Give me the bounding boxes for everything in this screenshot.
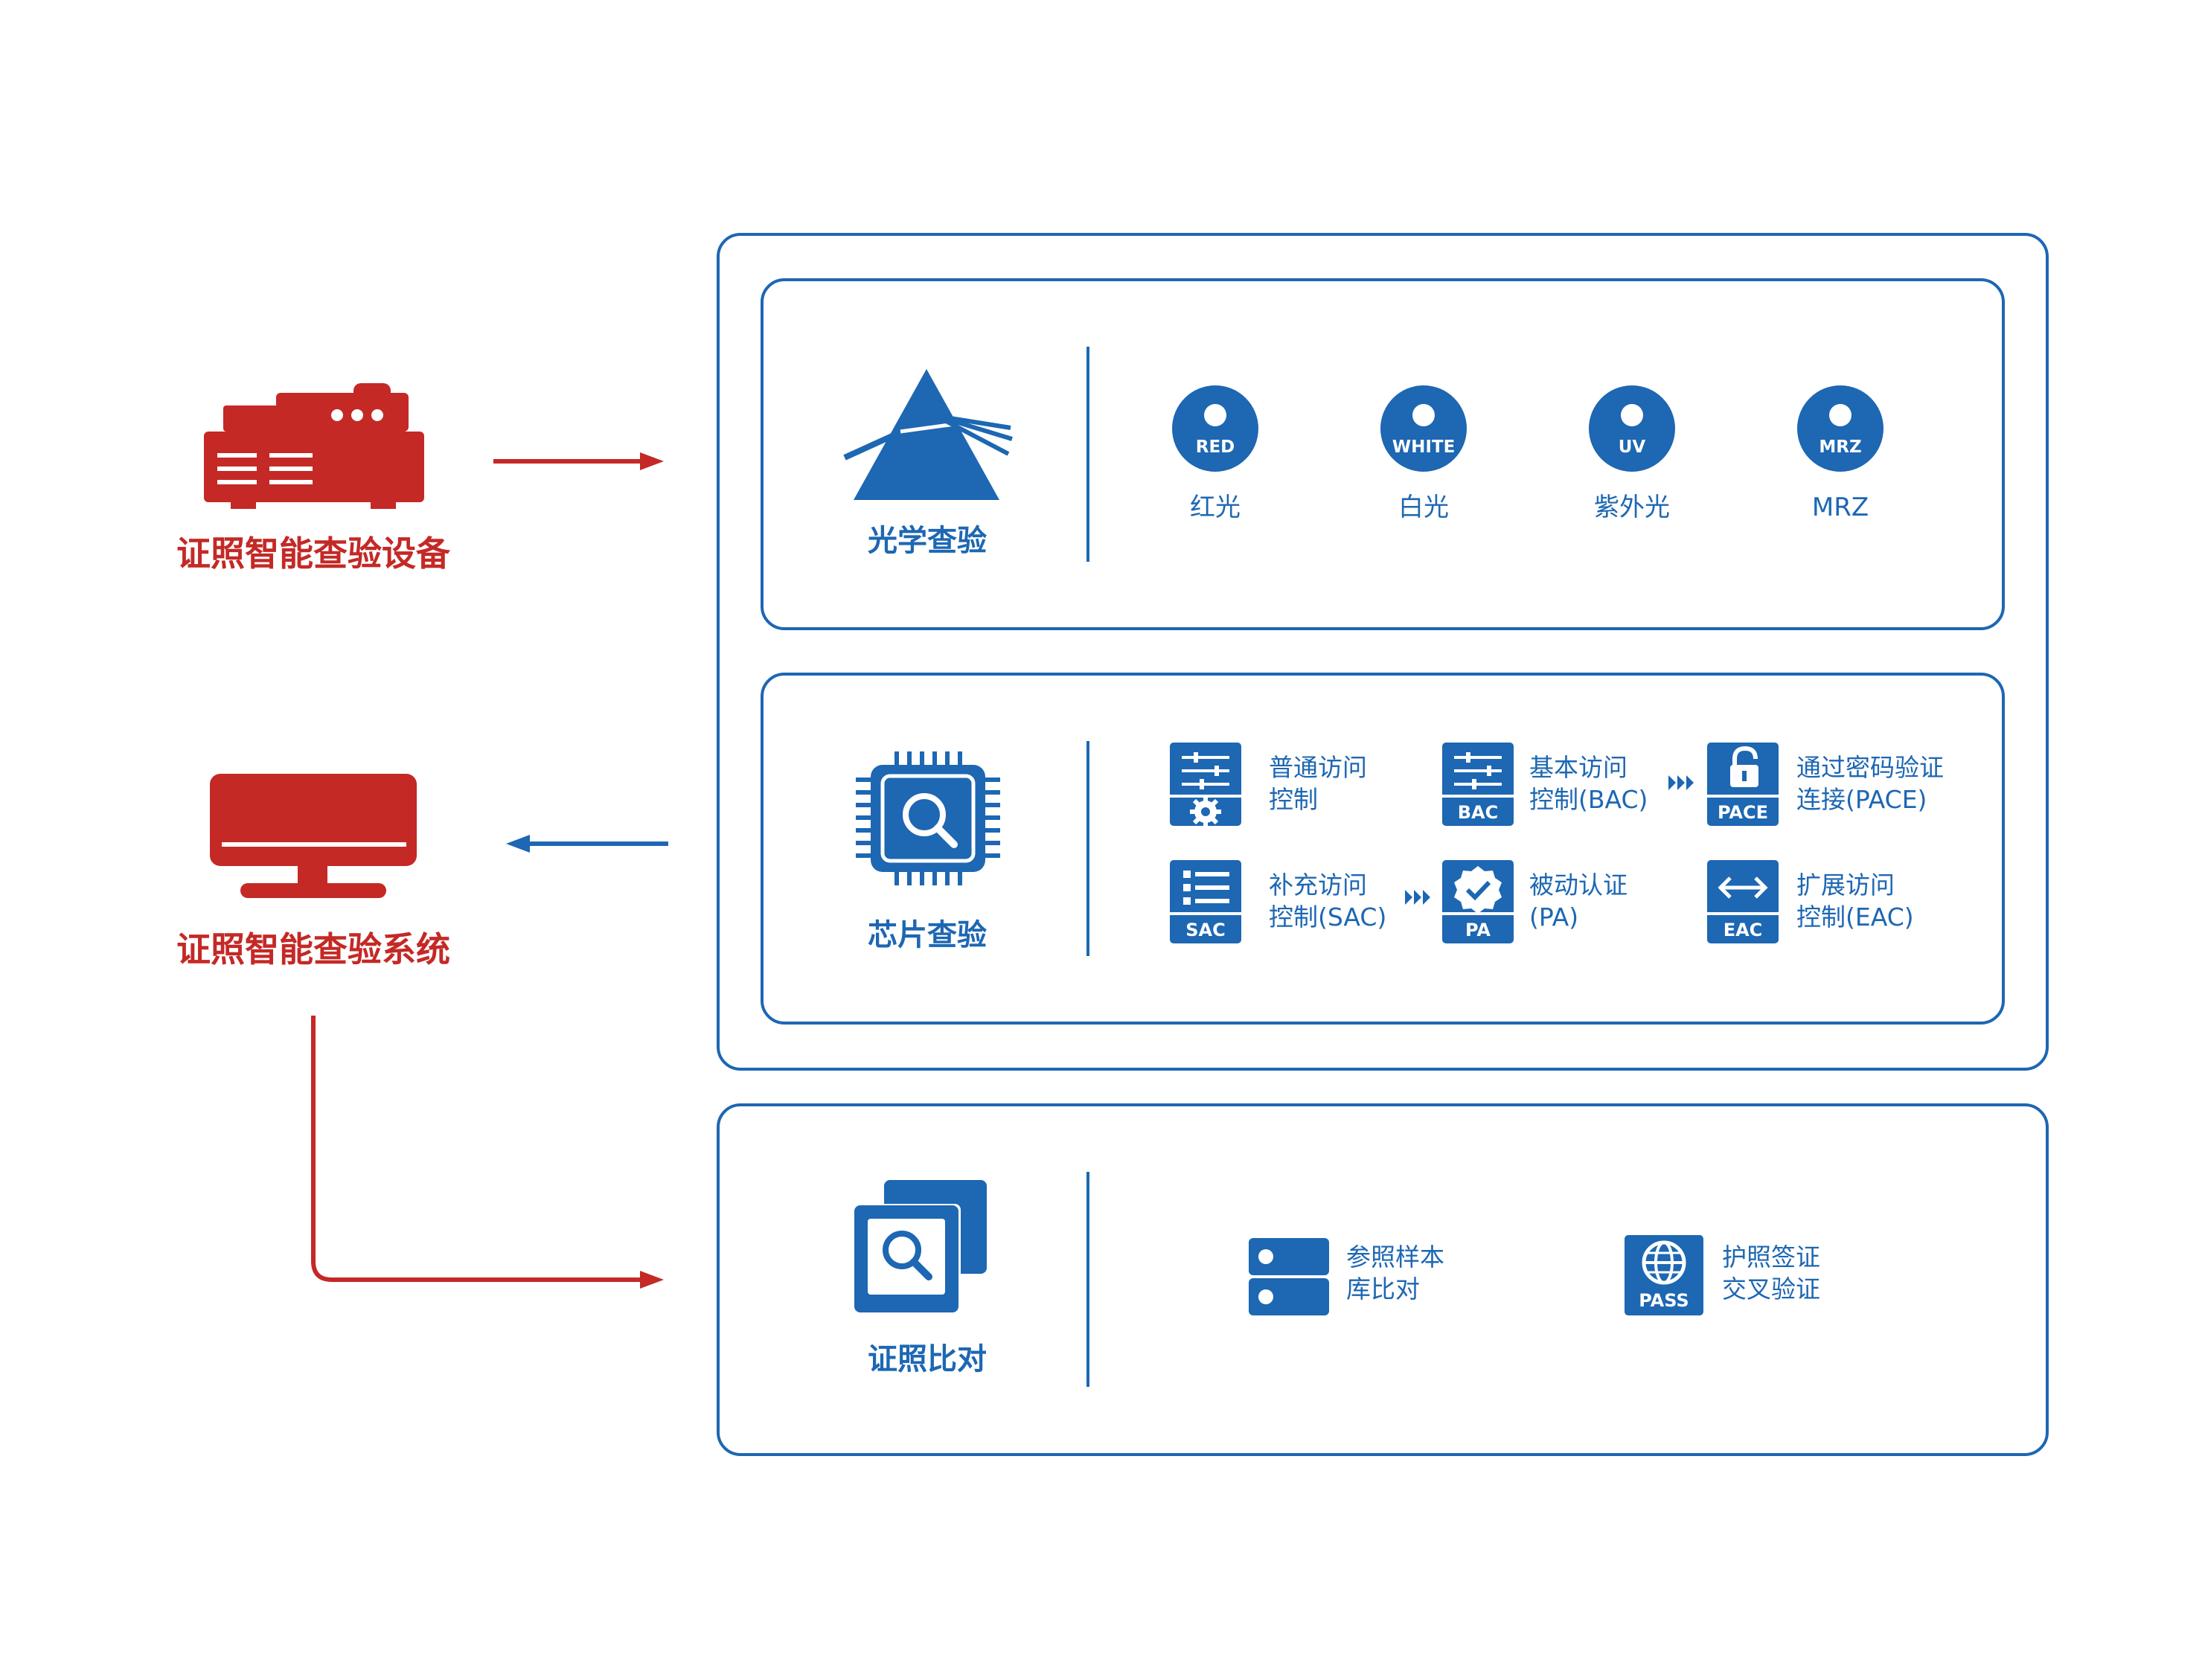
access-text-line2: (PA) (1529, 902, 1578, 932)
chip-item-pace: PACE 通过密码验证 连接(PACE) (1707, 743, 1944, 826)
light-label: 红光 (1190, 493, 1241, 522)
chip-item-eac: EAC 扩展访问 控制(EAC) (1707, 860, 1914, 943)
access-text-line2: 连接(PACE) (1796, 785, 1927, 814)
access-text-line1: 通过密码验证 (1796, 753, 1944, 782)
compare-panel: 证照比对 参照样本 库比对 PASS 护照签证 交叉验证 (852, 1172, 1820, 1387)
light-label: MRZ (1812, 493, 1869, 522)
image-search-icon (852, 1180, 987, 1314)
chip-item-sac: SAC 补充访问 控制(SAC) (1170, 860, 1386, 943)
monitor-icon (210, 774, 417, 898)
light-label: 白光 (1398, 493, 1449, 522)
compare-text-line2: 交叉验证 (1722, 1275, 1820, 1304)
compare-title: 证照比对 (868, 1342, 987, 1376)
chip-search-icon (856, 751, 1000, 885)
access-text-line1: 被动认证 (1529, 871, 1628, 900)
arrow-system-to-compare (311, 1016, 664, 1289)
compare-text-line1: 护照签证 (1722, 1243, 1820, 1272)
access-text-line1: 补充访问 (1269, 871, 1367, 900)
chip-panel: 芯片查验 (761, 673, 2005, 1025)
compare-item-reference-library: 参照样本 库比对 (1249, 1238, 1444, 1315)
chip-title: 芯片查验 (868, 918, 987, 952)
light-badge: RED (1196, 437, 1235, 457)
chip-item-pa: PA 被动认证 (PA) (1442, 860, 1628, 943)
light-badge: WHITE (1392, 437, 1456, 457)
database-icon (1249, 1238, 1329, 1315)
chevrons-bac-to-pace (1668, 775, 1694, 790)
compare-badge: PASS (1639, 1290, 1689, 1311)
optical-panel: 光学查验 RED 红光 WHITE 白光 UV 紫外光 MRZ MRZ (761, 278, 2005, 630)
arrow-device-to-checks (493, 452, 664, 470)
arrow-checks-to-system (506, 835, 668, 853)
access-badge: PA (1465, 920, 1491, 940)
settings-list-icon (1170, 743, 1241, 827)
access-badge: SAC (1185, 920, 1225, 940)
chip-item-bac: BAC 基本访问 控制(BAC) (1442, 743, 1648, 826)
optical-item-mrz: MRZ MRZ (1797, 385, 1883, 522)
document-reader-device-icon (204, 383, 424, 509)
double-arrow-icon (1707, 860, 1779, 943)
access-text-line1: 基本访问 (1529, 753, 1628, 782)
access-text-line2: 控制(EAC) (1796, 902, 1914, 932)
compare-item-passport-visa: PASS 护照签证 交叉验证 (1625, 1235, 1820, 1315)
access-text-line2: 控制(BAC) (1529, 785, 1648, 814)
optical-item-white: WHITE 白光 (1380, 385, 1467, 522)
access-text-line1: 扩展访问 (1796, 871, 1895, 900)
light-label: 紫外光 (1594, 493, 1670, 522)
access-text-line1: 普通访问 (1269, 753, 1367, 782)
compare-container (717, 1103, 2049, 1456)
optical-item-uv: UV 紫外光 (1589, 385, 1675, 522)
access-text-line2: 控制(SAC) (1269, 902, 1386, 932)
optical-item-red: RED 红光 (1172, 385, 1258, 522)
unlock-icon (1707, 743, 1779, 826)
device-group: 证照智能查验设备 (176, 383, 451, 574)
access-badge: BAC (1458, 802, 1498, 823)
optical-title: 光学查验 (868, 524, 987, 558)
system-group: 证照智能查验系统 (176, 774, 450, 969)
outer-check-container (717, 233, 2049, 1071)
prism-icon (843, 369, 1013, 500)
globe-passport-icon (1625, 1235, 1703, 1315)
list-icon (1170, 860, 1241, 943)
chip-item-standard-access: 普通访问 控制 (1170, 743, 1367, 827)
chevrons-sac-to-pa (1405, 890, 1430, 905)
compare-text-line1: 参照样本 (1346, 1243, 1444, 1272)
system-label: 证照智能查验系统 (176, 929, 450, 969)
light-badge: MRZ (1819, 437, 1861, 457)
access-text-line2: 控制 (1269, 785, 1318, 814)
sliders-icon (1442, 743, 1514, 826)
access-badge: PACE (1718, 802, 1768, 823)
access-badge: EAC (1723, 920, 1763, 940)
device-label: 证照智能查验设备 (176, 533, 451, 574)
compare-text-line2: 库比对 (1346, 1275, 1420, 1304)
light-badge: UV (1619, 437, 1646, 457)
verified-badge-icon (1442, 860, 1514, 943)
